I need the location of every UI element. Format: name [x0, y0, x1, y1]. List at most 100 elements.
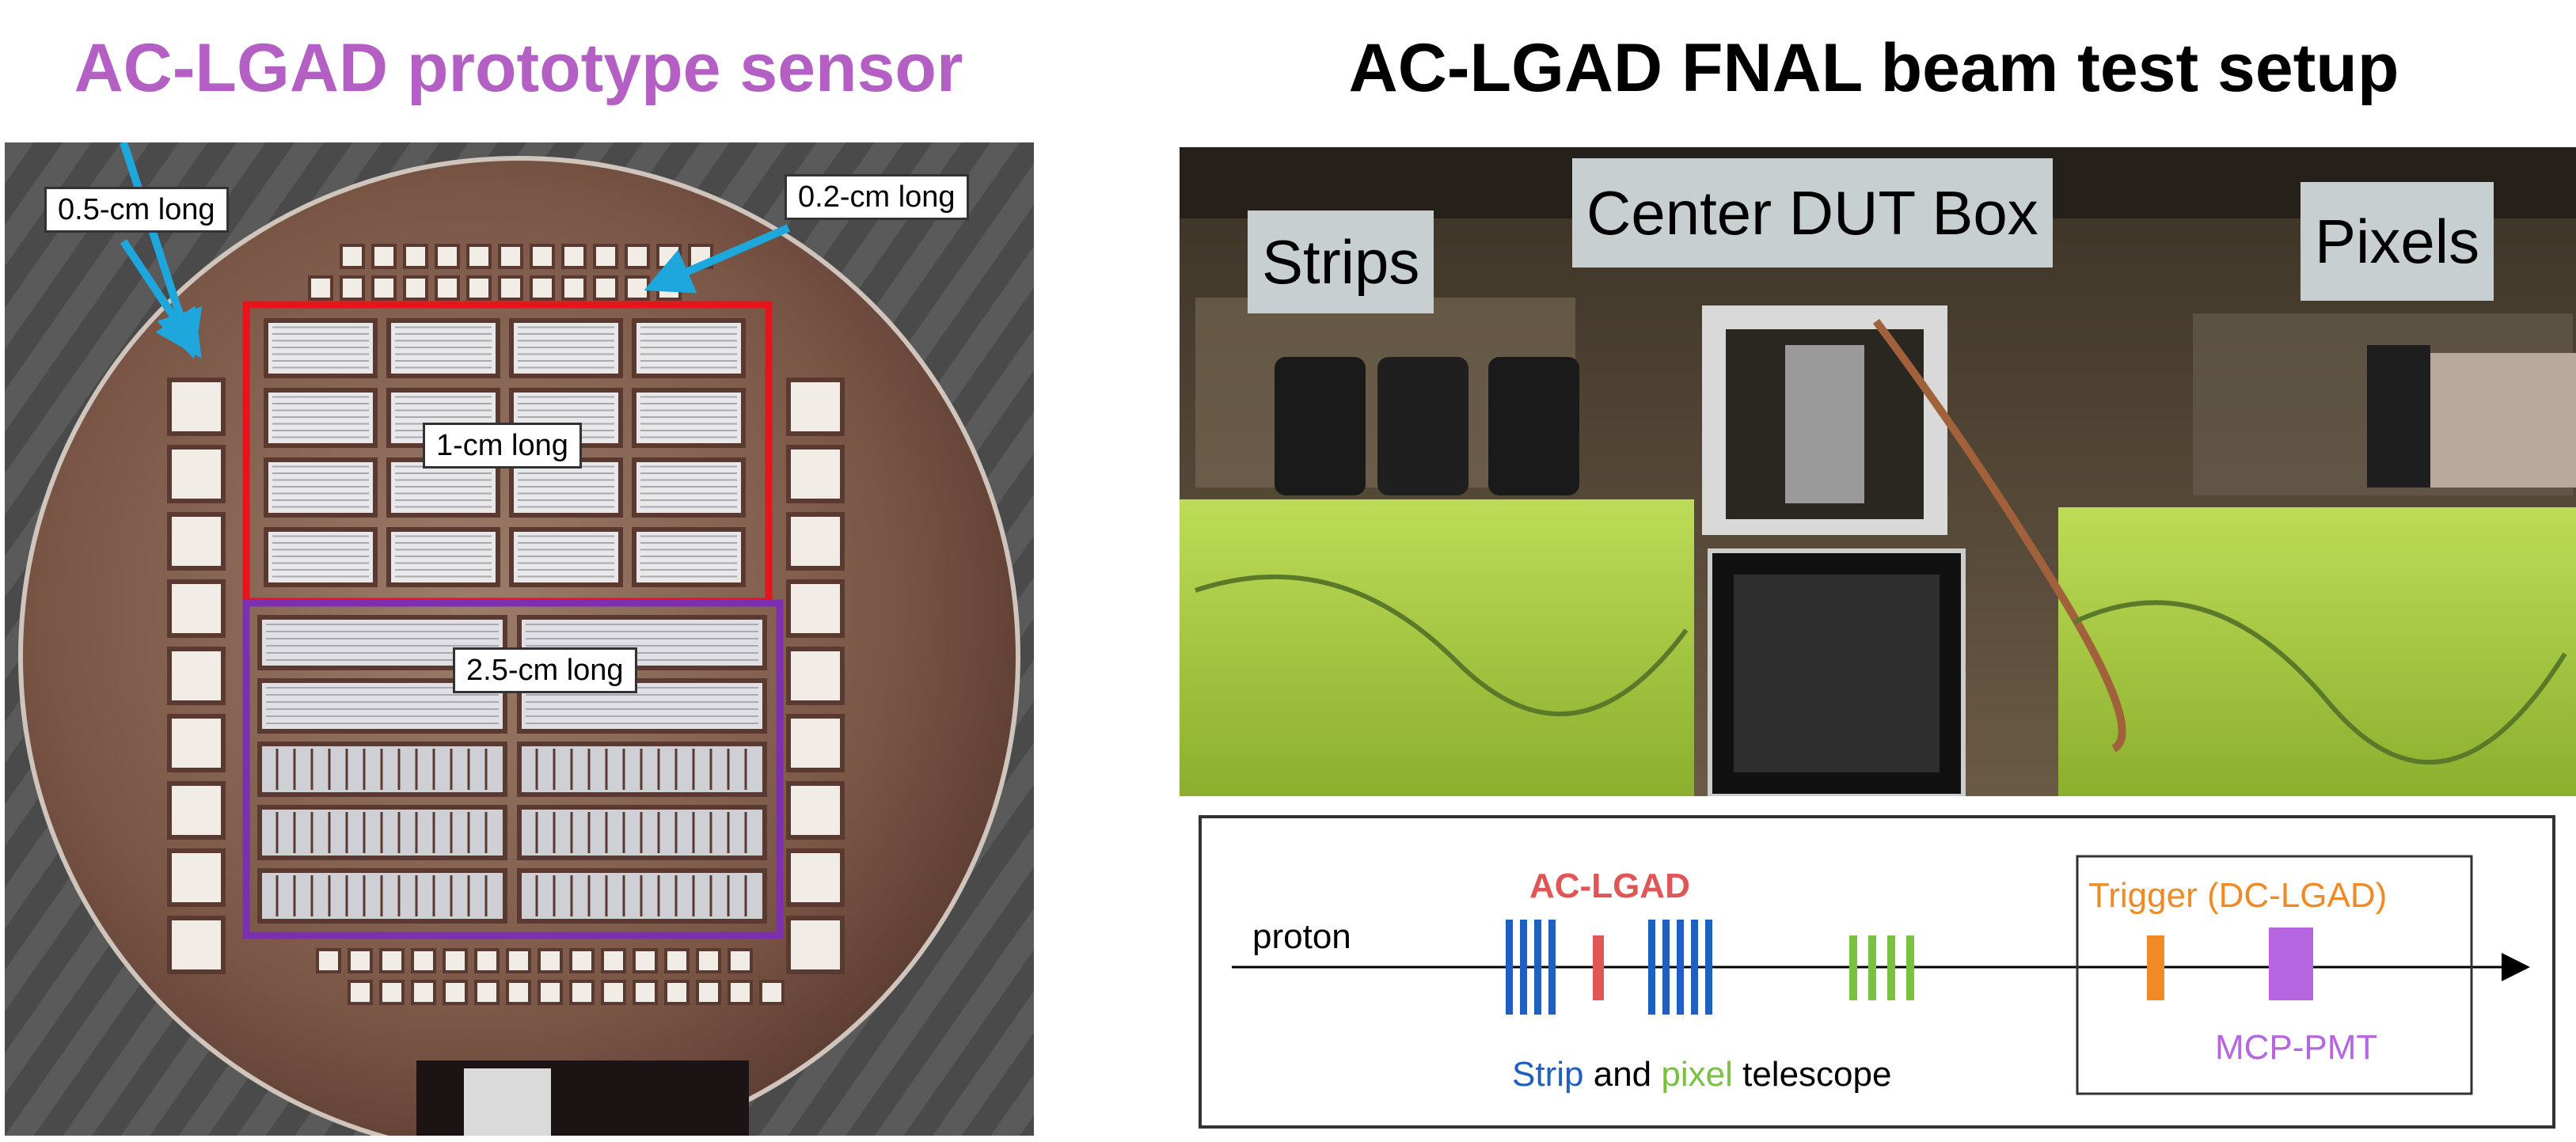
test-pad	[569, 948, 595, 973]
pixel-module	[2430, 353, 2576, 488]
test-pad	[371, 244, 397, 269]
test-pad	[411, 980, 436, 1005]
dut-box-mount	[1785, 345, 1864, 503]
test-pad	[728, 948, 753, 973]
label-strips: Strips	[1248, 211, 1434, 313]
strip-plane	[1705, 920, 1712, 1015]
side-sensor-left	[167, 445, 226, 503]
test-pad	[530, 275, 555, 301]
side-sensor-right	[786, 378, 845, 436]
region-2-5cm-outline	[242, 599, 784, 939]
test-pad	[506, 980, 531, 1005]
test-pad	[435, 244, 460, 269]
strip-plane	[1662, 920, 1670, 1015]
board-wire-left	[1195, 574, 1689, 717]
telescope-pixel-word: pixel	[1661, 1055, 1733, 1094]
test-pad	[443, 948, 468, 973]
test-pad	[561, 244, 587, 269]
test-pad	[466, 275, 492, 301]
test-pad	[569, 980, 595, 1005]
strip-plane	[1648, 920, 1655, 1015]
test-pad	[316, 948, 341, 973]
trigger-plane	[2147, 935, 2164, 1000]
strip-module-3	[1488, 357, 1579, 495]
test-pad	[696, 980, 721, 1005]
test-pad	[379, 948, 405, 973]
title-beam-test-setup: AC-LGAD FNAL beam test setup	[1348, 30, 2399, 106]
label-mcp-pmt: MCP-PMT	[2215, 1028, 2378, 1067]
telescope-word: telescope	[1742, 1055, 1892, 1094]
test-pad	[506, 948, 531, 973]
strip-plane	[1548, 920, 1556, 1015]
label-0-5cm: 0.5-cm long	[44, 187, 229, 233]
wafer-photo: 0.5-cm long 0.2-cm long 1-cm long 2.5-cm…	[5, 142, 1034, 1136]
pixel-module-frame	[2367, 345, 2430, 488]
test-pad	[348, 980, 373, 1005]
side-sensor-right	[786, 445, 845, 503]
schematic-svg	[1232, 855, 2530, 1095]
label-telescope: Strip and pixel telescope	[1512, 1053, 1891, 1097]
title-prototype-sensor: AC-LGAD prototype sensor	[74, 30, 963, 106]
test-pad	[633, 948, 658, 973]
test-pad	[340, 275, 365, 301]
test-pad	[601, 948, 626, 973]
trigger-box-outline	[2076, 855, 2473, 1095]
test-pad	[664, 948, 690, 973]
test-pad	[498, 244, 523, 269]
ac-lgad-plane	[1593, 935, 1604, 1000]
side-sensor-right	[786, 916, 845, 974]
label-proton: proton	[1252, 917, 1351, 956]
test-pad	[593, 275, 618, 301]
side-sensor-left	[167, 781, 226, 840]
test-pad	[625, 244, 650, 269]
test-pad	[625, 275, 650, 301]
board-wire-right	[2073, 600, 2567, 764]
side-sensor-right	[786, 781, 845, 840]
strip-plane	[1534, 920, 1541, 1015]
test-pad	[656, 244, 682, 269]
label-1cm: 1-cm long	[423, 423, 582, 469]
test-pad	[403, 244, 428, 269]
test-pad	[435, 275, 460, 301]
label-trigger: Trigger (DC-LGAD)	[2088, 876, 2388, 915]
test-pad	[340, 244, 365, 269]
test-pad	[379, 980, 405, 1005]
label-pixels: Pixels	[2301, 182, 2494, 301]
test-pad	[443, 980, 468, 1005]
test-pad	[348, 948, 373, 973]
wafer-illustration	[5, 142, 1034, 1136]
test-pad	[498, 275, 523, 301]
test-pad	[530, 244, 555, 269]
test-pad	[633, 980, 658, 1005]
strip-module-2	[1377, 357, 1468, 495]
side-sensor-left	[167, 916, 226, 974]
test-pad	[371, 275, 397, 301]
side-sensor-right	[786, 647, 845, 705]
label-0-2cm: 0.2-cm long	[785, 174, 969, 220]
telescope-and-word: and	[1593, 1055, 1652, 1094]
test-pad	[593, 244, 618, 269]
strip-module-1	[1275, 357, 1366, 495]
pixel-plane	[1906, 935, 1914, 1000]
test-pad	[601, 980, 626, 1005]
beamline-schematic: proton AC-LGAD Trigger (DC-LGAD) MCP-PMT…	[1199, 815, 2555, 1129]
clip	[464, 1068, 551, 1136]
test-pad	[474, 980, 500, 1005]
pad-row-bottom	[316, 948, 785, 1005]
beam-test-photo: Strips Center DUT Box Pixels	[1180, 147, 2576, 796]
test-pad	[561, 275, 587, 301]
side-sensor-right	[786, 848, 845, 907]
side-sensor-left	[167, 848, 226, 907]
cable-bundle	[1872, 319, 2126, 753]
test-pad	[403, 275, 428, 301]
pixel-plane	[1887, 935, 1895, 1000]
side-sensor-left	[167, 714, 226, 772]
mcp-pmt-block	[2269, 928, 2313, 1000]
test-pad	[759, 980, 785, 1005]
strip-plane	[1520, 920, 1527, 1015]
arrow-0-2cm	[644, 224, 790, 294]
arrow-0-5cm-line	[120, 239, 202, 359]
side-sensor-right	[786, 714, 845, 772]
label-center-dut-box: Center DUT Box	[1572, 158, 2053, 267]
side-sensor-left	[167, 579, 226, 638]
